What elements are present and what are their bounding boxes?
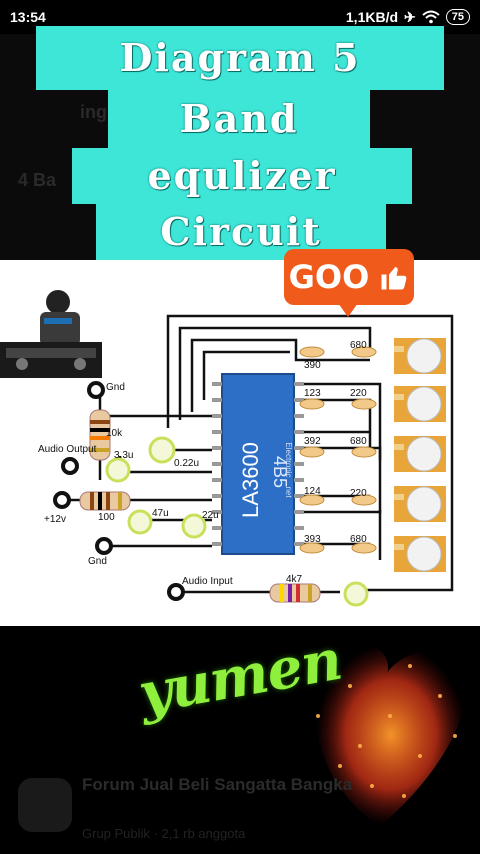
- potentiometer-2: [394, 386, 446, 422]
- title-line-1: Diagram 5: [36, 26, 444, 90]
- label-392: 392: [304, 436, 321, 447]
- airplane-icon: ✈: [404, 8, 416, 25]
- label-220-b: 220: [350, 488, 367, 499]
- status-bar: 13:54 1,1KB/d ✈ 75: [0, 0, 480, 34]
- capacitors-ceramic: [299, 346, 377, 554]
- label-123: 123: [304, 388, 321, 399]
- potentiometer-4: [394, 486, 446, 522]
- forum-subtitle: Grup Publik · 2,1 rb anggota: [82, 826, 246, 841]
- title-banner: Diagram 5 Band equlizer Circuit: [36, 26, 444, 260]
- potentiometer-3: [394, 436, 446, 472]
- capacitors-electrolytic: [105, 436, 369, 607]
- label-393: 393: [304, 534, 321, 545]
- bottom-area: Forum Jual Beli Sangatta Bangka Grup Pub…: [0, 626, 480, 854]
- label-22u: 22u: [202, 510, 219, 521]
- resistor-100: [79, 491, 131, 511]
- label-680-c: 680: [350, 534, 367, 545]
- status-time: 13:54: [10, 9, 46, 25]
- label-100: 100: [98, 512, 115, 523]
- label-220-a: 220: [350, 388, 367, 399]
- network-speed: 1,1KB/d: [345, 9, 399, 25]
- potentiometer-1: [394, 338, 446, 374]
- label-4k7: 4k7: [286, 574, 303, 585]
- ic-pins-right: [294, 382, 304, 546]
- label-12v: +12v: [44, 514, 66, 525]
- thumbs-up-icon: [381, 267, 407, 290]
- potentiometer-5: [394, 536, 446, 572]
- label-47u: 47u: [152, 508, 169, 519]
- label-10k: 10k: [106, 428, 123, 439]
- wires: [62, 314, 454, 594]
- potentiometers: [394, 338, 446, 572]
- label-3-3u: 3.3u: [114, 450, 133, 461]
- wifi-icon: [422, 10, 440, 24]
- label-0-22u: 0.22u: [174, 458, 199, 469]
- terminals: [53, 381, 185, 601]
- ic-label: LA3600: [238, 442, 263, 518]
- label-680-a: 680: [350, 340, 367, 351]
- resistor-10k: [89, 409, 111, 461]
- dj-overlay-image: [0, 284, 102, 378]
- goo-bubble-tail: [338, 303, 358, 317]
- label-680-b: 680: [350, 436, 367, 447]
- label-124: 124: [304, 486, 321, 497]
- title-line-3: equlizer: [72, 148, 412, 204]
- forum-avatar: [18, 778, 72, 832]
- ic-small-text: Electronic ...net: [284, 442, 293, 498]
- firework-heart: [315, 643, 467, 826]
- resistor-4k7: [269, 583, 321, 603]
- circuit-svg: LA3600 4B5 Electronic ...net: [38, 314, 454, 607]
- label-audio-input: Audio Input: [182, 576, 233, 587]
- ghost-text: ing: [80, 102, 107, 122]
- goo-label: GOO: [288, 258, 370, 296]
- ic-pins-left: [212, 382, 222, 546]
- label-audio-output: Audio Output: [38, 444, 97, 455]
- label-gnd-bottom: Gnd: [88, 556, 107, 567]
- label-390: 390: [304, 360, 321, 371]
- status-icons: 1,1KB/d ✈ 75: [346, 9, 470, 26]
- label-gnd-top: Gnd: [106, 382, 125, 393]
- ghost-text: 4 Ba: [18, 170, 57, 190]
- title-line-2: Band: [108, 90, 370, 148]
- goo-like-button[interactable]: GOO: [284, 249, 414, 305]
- ic-code: 4B5: [270, 456, 290, 488]
- forum-title: Forum Jual Beli Sangatta Bangka: [82, 775, 353, 794]
- battery-icon: 75: [445, 9, 470, 25]
